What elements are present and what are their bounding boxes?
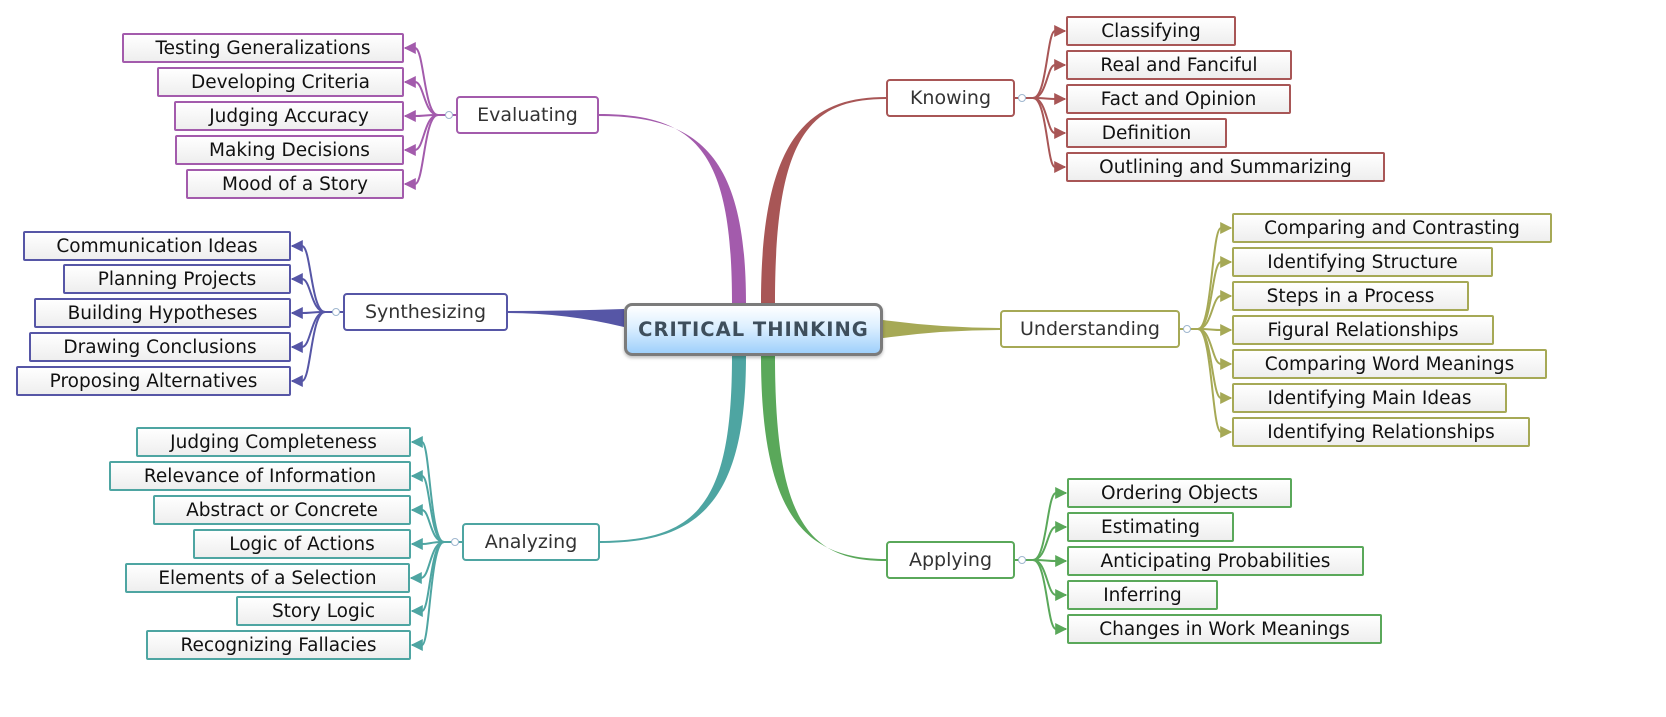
subtopic-fact-and-opinion[interactable]: Fact and Opinion: [1066, 84, 1291, 114]
leaf-connector-arrow: [1032, 97, 1067, 139]
trunk-connector-analyzing: [600, 356, 746, 543]
trunk-connector-evaluating: [599, 114, 746, 303]
subtopic-story-logic[interactable]: Story Logic: [236, 596, 411, 626]
collapse-toggle-icon[interactable]: [1183, 325, 1191, 333]
subtopic-ordering-objects[interactable]: Ordering Objects: [1067, 478, 1292, 508]
leaf-connector-arrow: [1197, 222, 1233, 330]
collapse-toggle-icon[interactable]: [445, 111, 453, 119]
subtopic-figural-relationships[interactable]: Figural Relationships: [1232, 315, 1494, 345]
subtopic-making-decisions[interactable]: Making Decisions: [175, 135, 404, 165]
subtopic-outlining-and-summarizing[interactable]: Outlining and Summarizing: [1066, 152, 1385, 182]
subtopic-definition[interactable]: Definition: [1066, 118, 1227, 148]
branch-topic-synthesizing[interactable]: Synthesizing: [343, 293, 508, 331]
branch-topic-analyzing[interactable]: Analyzing: [462, 523, 600, 561]
subtopic-identifying-main-ideas[interactable]: Identifying Main Ideas: [1232, 383, 1507, 413]
leaf-connector-arrow: [403, 42, 439, 116]
leaf-connector-arrow: [1197, 328, 1233, 438]
subtopic-relevance-of-information[interactable]: Relevance of Information: [109, 461, 411, 491]
trunk-connector-synthesizing: [508, 309, 624, 327]
subtopic-developing-criteria[interactable]: Developing Criteria: [157, 67, 404, 97]
leaf-connector-arrow: [410, 470, 445, 543]
root-topic-critical-thinking[interactable]: CRITICAL THINKING: [624, 303, 883, 356]
subtopic-mood-of-a-story[interactable]: Mood of a Story: [186, 169, 404, 199]
trunk-connector-applying: [761, 356, 886, 561]
subtopic-steps-in-a-process[interactable]: Steps in a Process: [1232, 281, 1469, 311]
leaf-connector-arrow: [1197, 256, 1233, 330]
branch-topic-understanding[interactable]: Understanding: [1000, 310, 1180, 348]
leaf-connector-arrow: [1032, 25, 1067, 99]
leaf-connector-arrow: [403, 76, 439, 116]
subtopic-identifying-relationships[interactable]: Identifying Relationships: [1232, 417, 1530, 447]
subtopic-logic-of-actions[interactable]: Logic of Actions: [193, 529, 411, 559]
trunk-connector-knowing: [761, 97, 886, 303]
subtopic-anticipating-probabilities[interactable]: Anticipating Probabilities: [1067, 546, 1364, 576]
subtopic-planning-projects[interactable]: Planning Projects: [63, 264, 291, 294]
leaf-connector-arrow: [410, 436, 445, 543]
subtopic-testing-generalizations[interactable]: Testing Generalizations: [122, 33, 404, 63]
subtopic-communication-ideas[interactable]: Communication Ideas: [23, 231, 291, 261]
leaf-connector-arrow: [290, 273, 326, 313]
collapse-toggle-icon[interactable]: [1018, 556, 1026, 564]
subtopic-classifying[interactable]: Classifying: [1066, 16, 1236, 46]
leaf-connector-arrow: [410, 504, 445, 543]
leaf-connector-arrow: [290, 311, 326, 387]
leaf-connector-arrow: [1032, 59, 1067, 99]
leaf-connector-arrow: [403, 114, 439, 190]
leaf-connector-arrow: [1197, 290, 1233, 330]
subtopic-abstract-or-concrete[interactable]: Abstract or Concrete: [153, 495, 411, 525]
leaf-connector-arrow: [1032, 559, 1068, 635]
collapse-toggle-icon[interactable]: [451, 538, 459, 546]
leaf-connector-arrow: [410, 541, 445, 651]
subtopic-judging-completeness[interactable]: Judging Completeness: [136, 427, 411, 457]
leaf-connector-arrow: [1032, 487, 1068, 561]
subtopic-inferring[interactable]: Inferring: [1067, 580, 1218, 610]
branch-topic-applying[interactable]: Applying: [886, 541, 1015, 579]
subtopic-changes-in-work-meanings[interactable]: Changes in Work Meanings: [1067, 614, 1382, 644]
subtopic-real-and-fanciful[interactable]: Real and Fanciful: [1066, 50, 1292, 80]
subtopic-drawing-conclusions[interactable]: Drawing Conclusions: [29, 332, 291, 362]
collapse-toggle-icon[interactable]: [1018, 94, 1026, 102]
branch-topic-evaluating[interactable]: Evaluating: [456, 96, 599, 134]
subtopic-judging-accuracy[interactable]: Judging Accuracy: [174, 101, 404, 131]
leaf-connector-arrow: [410, 541, 445, 617]
subtopic-estimating[interactable]: Estimating: [1067, 512, 1234, 542]
subtopic-building-hypotheses[interactable]: Building Hypotheses: [34, 298, 291, 328]
trunk-connector-understanding: [883, 320, 1000, 338]
leaf-connector-arrow: [1032, 97, 1067, 173]
subtopic-recognizing-fallacies[interactable]: Recognizing Fallacies: [146, 630, 411, 660]
subtopic-elements-of-a-selection[interactable]: Elements of a Selection: [125, 563, 410, 593]
subtopic-comparing-and-contrasting[interactable]: Comparing and Contrasting: [1232, 213, 1552, 243]
subtopic-comparing-word-meanings[interactable]: Comparing Word Meanings: [1232, 349, 1547, 379]
leaf-connector-arrow: [290, 240, 326, 313]
subtopic-proposing-alternatives[interactable]: Proposing Alternatives: [16, 366, 291, 396]
subtopic-identifying-structure[interactable]: Identifying Structure: [1232, 247, 1493, 277]
leaf-connector-arrow: [1032, 521, 1068, 561]
collapse-toggle-icon[interactable]: [332, 308, 340, 316]
branch-topic-knowing[interactable]: Knowing: [886, 79, 1015, 117]
